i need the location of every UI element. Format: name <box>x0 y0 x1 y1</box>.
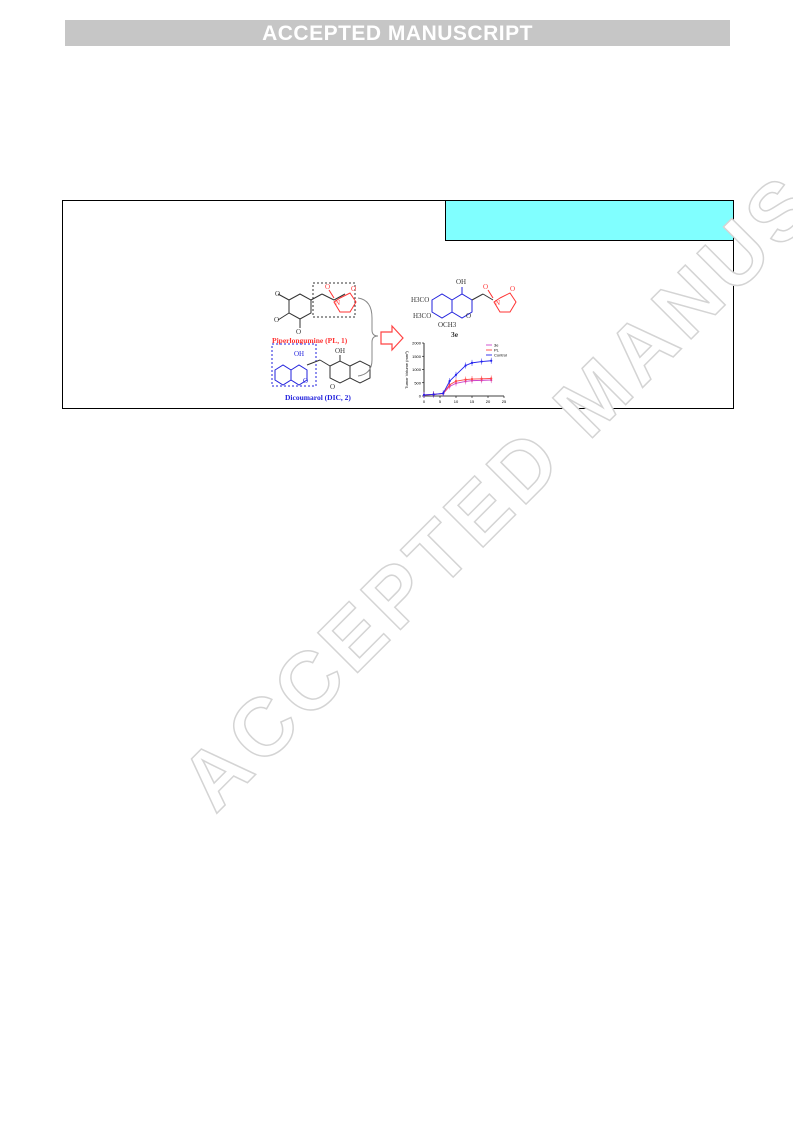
h3co-label: H3CO <box>413 312 431 320</box>
accepted-manuscript-banner: ACCEPTED MANUSCRIPT <box>65 20 730 46</box>
o-label: O <box>330 383 335 391</box>
data-point <box>470 377 474 381</box>
o-label: O <box>303 377 308 385</box>
o-label: O <box>483 283 488 291</box>
y-tick-label: 500 <box>414 380 421 385</box>
data-point <box>454 373 458 376</box>
graphical-abstract-frame <box>62 200 734 409</box>
compound1-label: Piperlongumine (PL, 1) <box>272 336 348 345</box>
compound-3e-structure <box>431 287 517 319</box>
data-point <box>480 360 483 363</box>
compound2-label: Dicoumarol (DIC, 2) <box>285 393 351 402</box>
o-label: O <box>296 328 301 336</box>
arrow-icon <box>380 324 404 352</box>
data-point <box>480 377 483 380</box>
piperlongumine-structure <box>277 293 346 328</box>
o-label: O <box>466 312 471 320</box>
data-point <box>464 364 467 367</box>
product-label: 3e <box>451 330 459 339</box>
brace <box>357 297 379 377</box>
data-point <box>454 380 458 383</box>
och3-label: OCH3 <box>438 321 457 329</box>
data-point <box>432 393 435 396</box>
data-point <box>490 359 493 362</box>
y-tick-label: 2000 <box>412 341 422 346</box>
dic-highlight-box <box>271 343 317 387</box>
highlight-box <box>445 200 734 241</box>
oh-label: OH <box>456 278 466 286</box>
pl-red-ring <box>328 289 357 313</box>
data-point <box>490 377 493 380</box>
legend-label: Control <box>494 353 507 358</box>
o-label: O <box>351 285 356 293</box>
h3co-label: H3CO <box>411 296 429 304</box>
x-tick-label: 20 <box>486 399 491 404</box>
y-tick-label: 0 <box>419 394 422 399</box>
legend-label: 3e <box>494 343 499 348</box>
pl-highlight-box <box>312 282 356 318</box>
y-tick-label: 1000 <box>412 367 422 372</box>
legend-label: PL <box>494 348 500 353</box>
n-label: N <box>335 299 340 307</box>
oh-label: OH <box>294 350 304 358</box>
x-tick-label: 15 <box>470 399 475 404</box>
data-point <box>422 393 426 397</box>
x-tick-label: 5 <box>439 399 442 404</box>
series-line <box>423 379 492 396</box>
oh-label: OH <box>335 347 345 355</box>
data-point <box>464 378 467 381</box>
data-point <box>448 383 451 386</box>
x-tick-label: 10 <box>454 399 459 404</box>
o-label: O <box>510 285 515 293</box>
n-label: N <box>495 299 500 307</box>
o-label: O <box>275 290 280 298</box>
data-point <box>448 380 451 383</box>
x-tick-label: 0 <box>423 399 426 404</box>
o-label: O <box>274 316 279 324</box>
dicoumarol-left <box>274 364 308 386</box>
y-axis-label: Tumor Volume (mm³) <box>404 351 409 389</box>
y-tick-label: 1500 <box>412 354 422 359</box>
data-point <box>442 392 445 395</box>
o-label: O <box>325 283 330 291</box>
dicoumarol-right <box>306 355 371 384</box>
data-point <box>470 361 474 364</box>
x-tick-label: 25 <box>502 399 507 404</box>
